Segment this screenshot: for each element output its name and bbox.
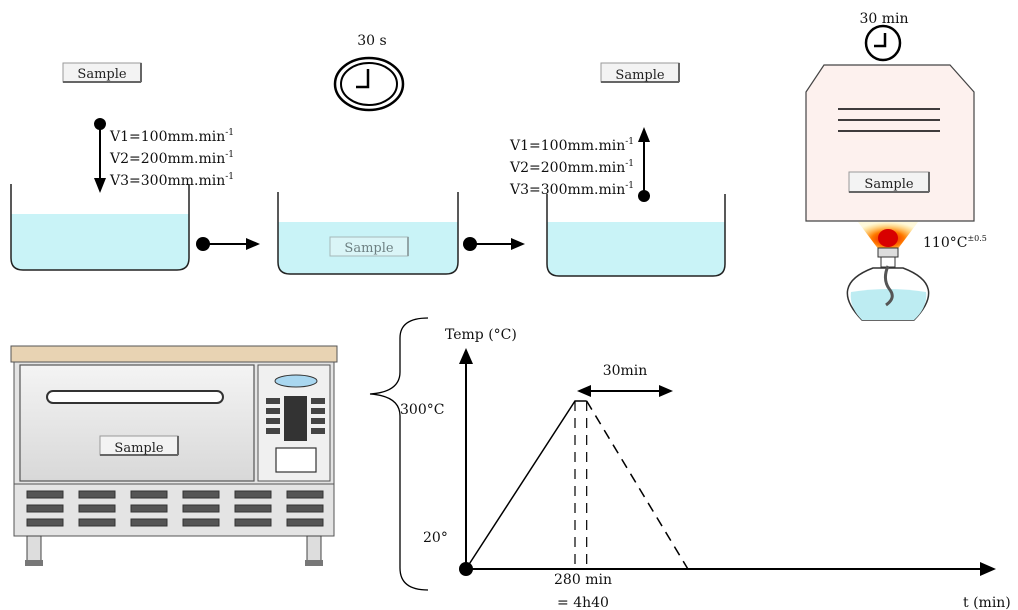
beaker [10,184,190,271]
y-axis-label: Temp (°C) [445,327,517,343]
oven: Sample [10,345,338,566]
curly-brace [369,317,429,591]
burner-icon [846,247,930,321]
sample-label: Sample [864,177,913,192]
y-tick-label: 300°C [400,402,444,418]
speed-v2: V2=200mm.min-1 [509,159,634,176]
up-arrow [638,127,650,202]
temperature-chart: Temp (°C) t (min) 300°C 20° 280 min = 4h… [400,327,1011,610]
flow-arrow-2 [463,237,525,251]
step-dry: 30 min Sample 110°C±0.5 [805,11,987,321]
dry-temperature: 110°C±0.5 [923,234,987,251]
x-axis-arrowhead [980,562,996,576]
step-immerse: Sample V1=100mm.min-1 V2=200mm.min-1 V3=… [10,62,234,271]
dry-time: 30 min [859,11,908,27]
sample-label: Sample [344,241,393,256]
speed-v2: V2=200mm.min-1 [109,150,234,167]
sample-label: Sample [615,68,664,83]
y-axis-arrowhead [459,348,473,364]
sample-tag: Sample [848,171,930,193]
furnace [805,64,975,222]
beaker [546,194,726,277]
temperature-series-1 [465,400,587,570]
beaker [277,192,459,275]
down-arrow [94,118,106,193]
speed-v3: V3=300mm.min-1 [509,181,634,198]
step-hold: 30 s Sample [277,33,459,275]
hold-time: 30 s [357,33,386,49]
sample-tag: Sample [99,435,179,456]
hold-duration-marker: 30min [577,363,673,397]
step-withdraw: Sample V1=100mm.min-1 V2=200mm.min-1 V3=… [509,62,726,277]
oven-vents [26,490,324,527]
temperature-series-2 [586,400,689,570]
sample-tag: Sample [600,62,680,83]
sample-tag: Sample [62,62,142,83]
y-tick-label: 20° [423,530,448,546]
x-axis-label: t (min) [963,595,1011,610]
sample-label: Sample [77,67,126,82]
flame-icon [858,222,918,250]
speed-v1: V1=100mm.min-1 [109,128,234,145]
flow-arrow-1 [196,237,260,251]
hold-duration-label: 30min [603,363,648,379]
clock-icon [333,56,405,112]
clock-icon [864,24,902,62]
sample-label: Sample [114,441,163,456]
x-tick-label: = 4h40 [557,595,609,610]
sample-tag: Sample [329,236,409,257]
speed-v1: V1=100mm.min-1 [509,137,634,154]
x-tick-label: 280 min [554,572,612,588]
speed-v3: V3=300mm.min-1 [109,172,234,189]
